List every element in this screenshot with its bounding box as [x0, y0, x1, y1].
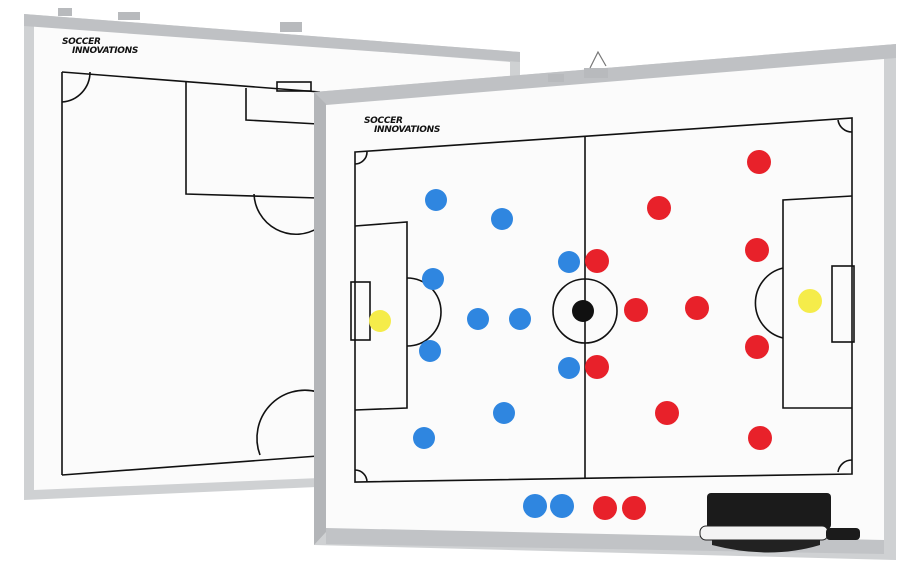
goalkeeper-right[interactable]	[798, 289, 822, 313]
red-team-markers[interactable]	[585, 150, 772, 450]
front-whiteboard	[314, 44, 896, 560]
goalkeeper-left[interactable]	[369, 310, 391, 332]
marker-pen-icon[interactable]	[699, 525, 860, 541]
blue-team-markers[interactable]	[413, 189, 580, 449]
eraser-icon[interactable]	[707, 493, 831, 553]
brand-logo-front: SOCCER INNOVATIONS	[364, 116, 441, 135]
ball-marker[interactable]	[572, 300, 594, 322]
spare-markers[interactable]	[523, 494, 646, 520]
brand-logo-back: SOCCER INNOVATIONS	[62, 37, 139, 56]
